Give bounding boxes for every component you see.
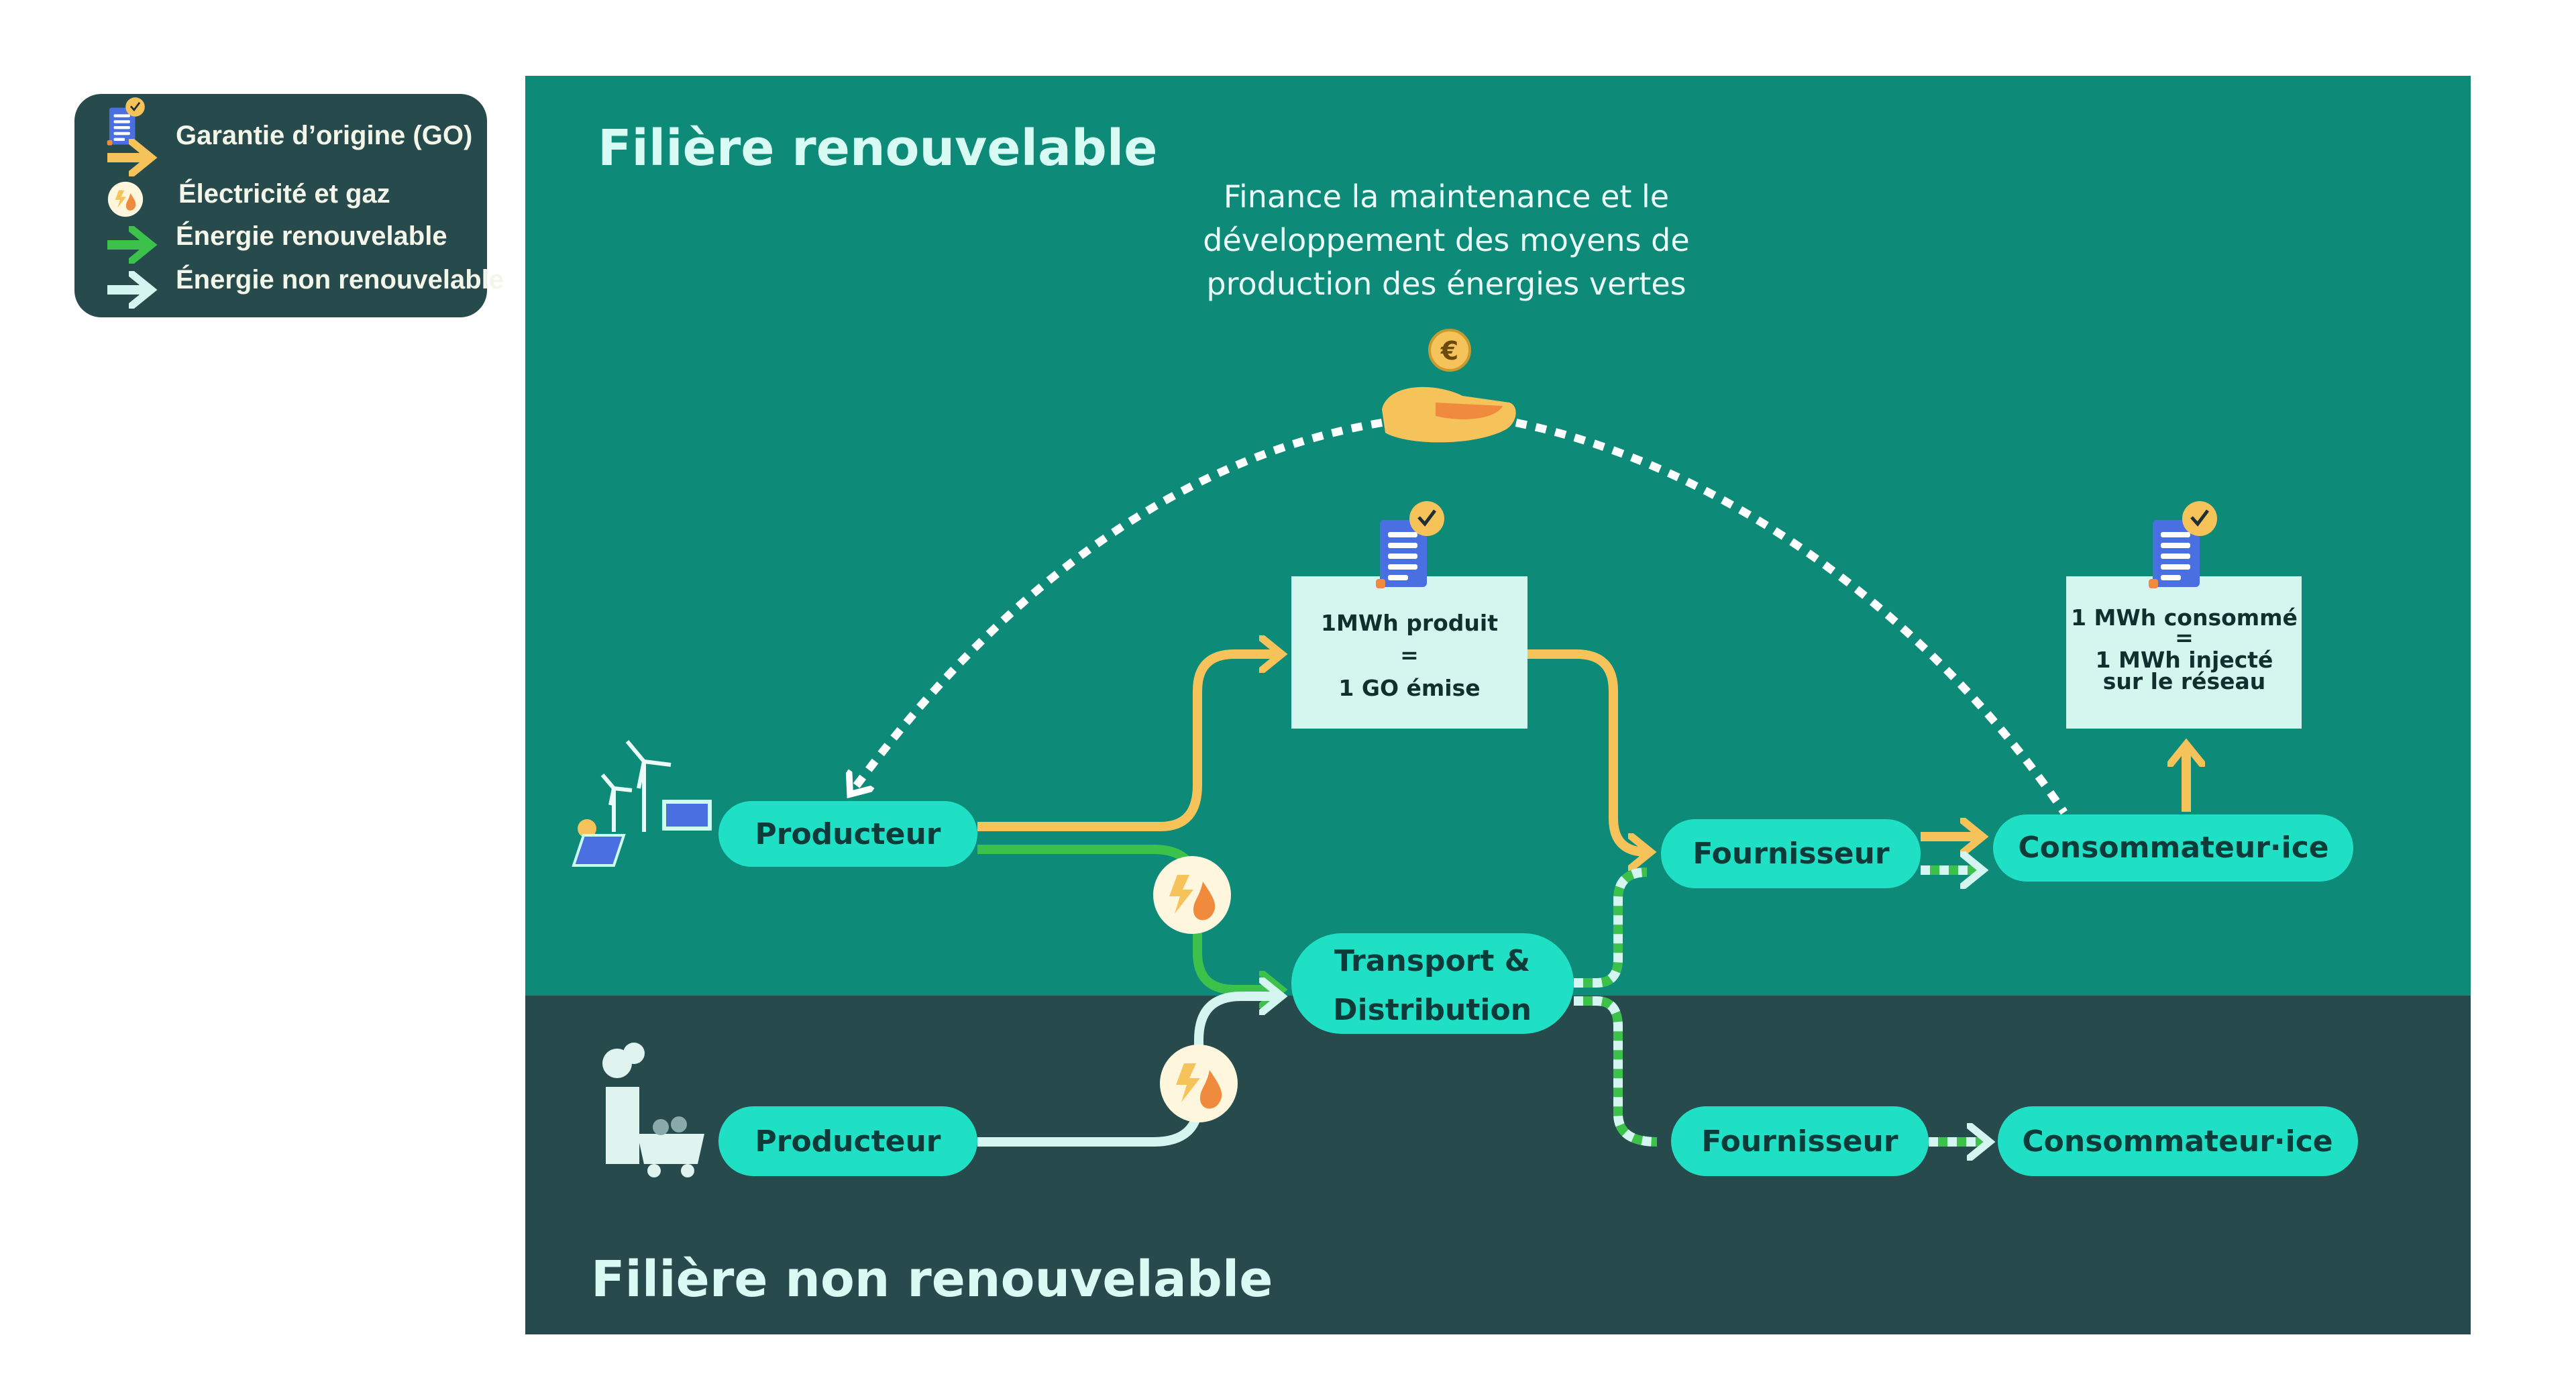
renewable-producer-node: Producteur: [718, 801, 977, 867]
svg-text:Transport &: Transport &: [1334, 944, 1530, 978]
legend: Garantie d’origine (GO) Électricité et g…: [74, 94, 504, 317]
renewable-supplier-node: Fournisseur: [1661, 819, 1921, 888]
hand-coin-icon: €: [1382, 329, 1516, 443]
svg-text:Consommateur·ice: Consommateur·ice: [2018, 831, 2328, 865]
legend-renewable-label: Énergie renouvelable: [176, 221, 447, 251]
finance-flow-arc: [852, 419, 1383, 792]
electricity-gas-icon: [1160, 1045, 1238, 1122]
go-emission-box: 1MWh produit = 1 GO émise: [1291, 501, 1527, 729]
svg-text:Finance la maintenance et le: Finance la maintenance et le: [1224, 178, 1669, 215]
svg-text:1 MWh consommé: 1 MWh consommé: [2071, 604, 2298, 631]
electricity-gas-icon: [1153, 856, 1231, 934]
non-renewable-title: Filière non renouvelable: [591, 1251, 1273, 1308]
svg-text:Consommateur·ice: Consommateur·ice: [2022, 1124, 2332, 1159]
svg-text:Producteur: Producteur: [755, 1124, 941, 1159]
legend-go-label: Garantie d’origine (GO): [176, 121, 472, 150]
svg-text:=: =: [1400, 642, 1419, 668]
consumption-box: 1 MWh consommé = 1 MWh injecté sur le ré…: [2066, 501, 2302, 729]
finance-flow-arc-right: [1515, 419, 2068, 815]
svg-text:1MWh produit: 1MWh produit: [1321, 610, 1498, 636]
go-flow-box-to-supplier: [1527, 649, 1647, 852]
svg-text:Fournisseur: Fournisseur: [1701, 1124, 1898, 1159]
svg-text:€: €: [1440, 336, 1458, 366]
svg-text:1 GO émise: 1 GO émise: [1338, 675, 1480, 701]
svg-text:Fournisseur: Fournisseur: [1693, 837, 1889, 871]
non-renewable-producer-node: Producteur: [718, 1106, 977, 1176]
distribution-flows: [1574, 870, 1986, 1142]
non-renewable-consumer-node: Consommateur·ice: [1998, 1106, 2358, 1176]
legend-elec-label: Électricité et gaz: [178, 178, 390, 209]
svg-text:développement des moyens de: développement des moyens de: [1203, 222, 1689, 258]
transport-distribution-node: Transport & Distribution: [1291, 933, 1574, 1034]
electricity-gas-icon: [107, 181, 144, 217]
svg-text:production des énergies vertes: production des énergies vertes: [1206, 266, 1686, 302]
renewable-title: Filière renouvelable: [598, 119, 1157, 177]
svg-text:Producteur: Producteur: [755, 817, 941, 851]
legend-nonrenewable-label: Énergie non renouvelable: [176, 264, 504, 295]
non-renewable-supplier-node: Fournisseur: [1671, 1106, 1929, 1176]
go-flow-producer-to-box: [977, 654, 1278, 831]
svg-text:sur le réseau: sur le réseau: [2103, 668, 2266, 694]
finance-text: Finance la maintenance et le développeme…: [1203, 178, 1689, 302]
svg-text:=: =: [2175, 625, 2194, 651]
wind-solar-icon: [572, 740, 712, 867]
svg-text:1 MWh injecté: 1 MWh injecté: [2096, 647, 2273, 673]
svg-text:Distribution: Distribution: [1333, 993, 1532, 1027]
renewable-consumer-node: Consommateur·ice: [1993, 814, 2353, 882]
factory-icon: [602, 1043, 704, 1177]
